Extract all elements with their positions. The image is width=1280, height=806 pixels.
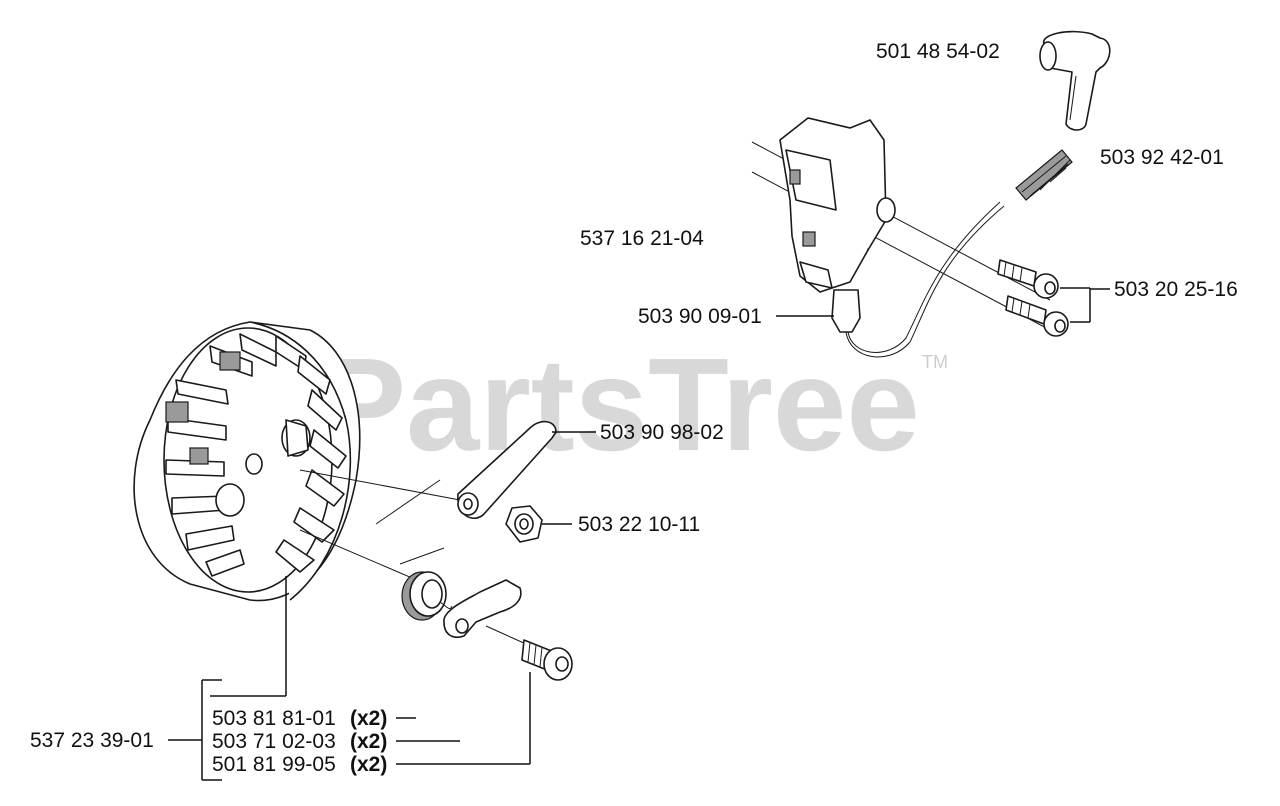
shoulder-screw-drawing bbox=[485, 625, 573, 681]
screw-upper-drawing bbox=[997, 259, 1059, 299]
label-501-81-99-05[interactable]: 501 81 99-05 bbox=[212, 753, 336, 776]
label-503-71-02-03[interactable]: 503 71 02-03 bbox=[212, 730, 336, 753]
label-537-16-21-04[interactable]: 537 16 21-04 bbox=[580, 227, 704, 250]
label-503-90-98-02[interactable]: 503 90 98-02 bbox=[600, 421, 724, 444]
watermark-text: PartsTree bbox=[318, 331, 920, 478]
qty-503-71-02-03: (x2) bbox=[350, 730, 387, 753]
label-537-23-39-01[interactable]: 537 23 39-01 bbox=[30, 729, 154, 752]
spark-plug-cap-drawing bbox=[1039, 30, 1111, 131]
ignition-module-drawing bbox=[751, 117, 1051, 358]
label-503-20-25-16[interactable]: 503 20 25-16 bbox=[1114, 278, 1238, 301]
watermark-trademark: TM bbox=[922, 352, 948, 372]
leader-lines bbox=[168, 287, 1110, 781]
label-503-92-42-01[interactable]: 503 92 42-01 bbox=[1100, 146, 1224, 169]
label-503-81-81-01[interactable]: 503 81 81-01 bbox=[212, 707, 336, 730]
label-501-48-54-02[interactable]: 501 48 54-02 bbox=[876, 40, 1000, 63]
qty-503-81-81-01: (x2) bbox=[350, 707, 387, 730]
pawl-drawing bbox=[439, 579, 522, 638]
sleeve-drawing bbox=[401, 571, 447, 621]
label-503-90-09-01[interactable]: 503 90 09-01 bbox=[638, 305, 762, 328]
lever-drawing bbox=[457, 420, 557, 519]
spring-drawing bbox=[1015, 149, 1073, 201]
nut-drawing bbox=[505, 505, 543, 543]
screw-lower-drawing bbox=[1005, 295, 1069, 337]
flywheel-drawing bbox=[133, 321, 361, 602]
qty-501-81-99-05: (x2) bbox=[350, 753, 387, 776]
label-503-22-10-11[interactable]: 503 22 10-11 bbox=[578, 513, 700, 536]
